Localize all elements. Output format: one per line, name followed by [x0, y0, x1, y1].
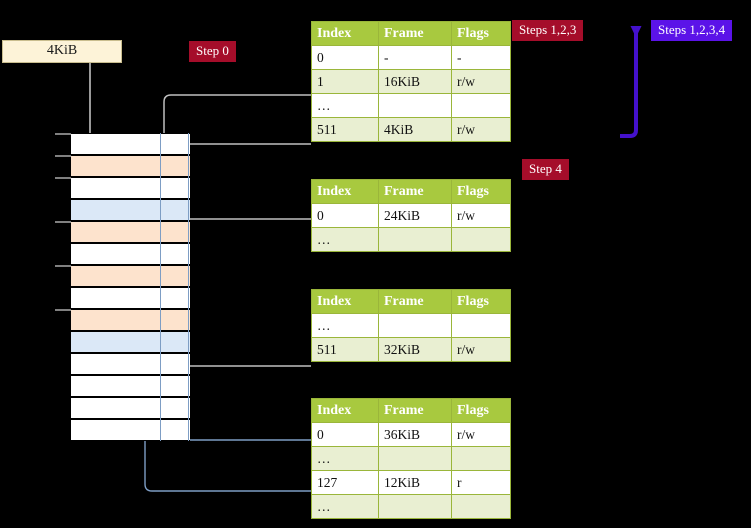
memory-frame-cell [71, 419, 190, 441]
table-cell-frame [378, 227, 452, 252]
table-cell-flags [451, 227, 511, 252]
column-header-flags: Flags [451, 398, 511, 423]
memory-frame-cell [71, 199, 190, 221]
table-row: … [311, 494, 511, 519]
table-cell-index: … [311, 313, 379, 338]
table-cell-index: 511 [311, 117, 379, 142]
arrow-pml4-row1 [163, 94, 311, 152]
table-cell-index: 0 [311, 203, 379, 228]
table-cell-frame [378, 446, 452, 471]
memory-frame-tick [55, 177, 71, 179]
memory-frame-cell [71, 375, 190, 397]
memory-frame-cell [71, 177, 190, 199]
table-cell-flags [451, 446, 511, 471]
memory-frame-cell [71, 133, 190, 155]
table-cell-flags [451, 93, 511, 118]
table-cell-index: 0 [311, 45, 379, 70]
table-cell-index: … [311, 227, 379, 252]
table-row: … [311, 93, 511, 118]
table-row: … [311, 313, 511, 338]
table-cell-frame: 4KiB [378, 117, 452, 142]
table-cell-frame [378, 494, 452, 519]
table-cell-index: … [311, 494, 379, 519]
table-cell-index: 511 [311, 337, 379, 362]
memory-frame-cell [71, 155, 190, 177]
table-cell-frame: 24KiB [378, 203, 452, 228]
memory-frame-cell [71, 331, 190, 353]
table-cell-flags: r/w [451, 117, 511, 142]
table-cell-flags: r/w [451, 69, 511, 94]
memory-frame-cell [71, 353, 190, 375]
table-row: … [311, 227, 511, 252]
arrow-steps-1234-bracket [620, 26, 642, 138]
column-header-flags: Flags [451, 289, 511, 314]
table-cell-index: … [311, 93, 379, 118]
table-cell-flags: r/w [451, 203, 511, 228]
arrow-pt-row127 [144, 323, 311, 492]
table-cell-frame [378, 313, 452, 338]
memory-frame-tick [55, 155, 71, 157]
table-row: … [311, 446, 511, 471]
column-header-index: Index [311, 289, 379, 314]
column-header-frame: Frame [378, 179, 452, 204]
table-cell-frame: 32KiB [378, 337, 452, 362]
table-cell-index: 0 [311, 422, 379, 447]
column-header-frame: Frame [378, 21, 452, 46]
memory-frame-cell [71, 287, 190, 309]
table-cell-frame: 12KiB [378, 470, 452, 495]
arrow-pml4-row511 [173, 143, 311, 174]
table-cell-flags: - [451, 45, 511, 70]
memory-frame-cell [71, 221, 190, 243]
column-header-frame: Frame [378, 289, 452, 314]
table-cell-frame: 36KiB [378, 422, 452, 447]
table-cell-frame: 16KiB [378, 69, 452, 94]
memory-frame-tick [55, 221, 71, 223]
arrow-pd-row511 [173, 306, 311, 367]
table-cell-flags [451, 313, 511, 338]
memory-size-label: 4KiB [2, 40, 122, 63]
column-header-flags: Flags [451, 179, 511, 204]
memory-frame-guide [188, 133, 190, 441]
memory-frame-cell [71, 309, 190, 331]
memory-frame-cell [71, 265, 190, 287]
table-cell-frame [378, 93, 452, 118]
table-cell-flags [451, 494, 511, 519]
badge-step-4: Step 4 [522, 159, 569, 180]
memory-frame-tick [55, 309, 71, 311]
badge-steps-1234: Steps 1,2,3,4 [651, 20, 733, 41]
table-cell-index: … [311, 446, 379, 471]
table-cell-index: 127 [311, 470, 379, 495]
table-cell-frame: - [378, 45, 452, 70]
memory-frame-grid [55, 133, 190, 441]
memory-frame-guide [160, 133, 162, 441]
table-cell-index: 1 [311, 69, 379, 94]
column-header-index: Index [311, 398, 379, 423]
badge-steps-123: Steps 1,2,3 [512, 20, 584, 41]
memory-frame-cell [71, 243, 190, 265]
memory-frame-tick [55, 133, 71, 135]
memory-frame-cell [71, 397, 190, 419]
table-cell-flags: r/w [451, 422, 511, 447]
column-header-flags: Flags [451, 21, 511, 46]
table-row: 0-- [311, 45, 511, 70]
column-header-index: Index [311, 179, 379, 204]
table-cell-flags: r [451, 470, 511, 495]
memory-frame-tick [55, 265, 71, 267]
table-cell-flags: r/w [451, 337, 511, 362]
arrow-pdpt-row0 [173, 218, 311, 262]
column-header-index: Index [311, 21, 379, 46]
badge-step-0: Step 0 [189, 41, 236, 62]
column-header-frame: Frame [378, 398, 452, 423]
